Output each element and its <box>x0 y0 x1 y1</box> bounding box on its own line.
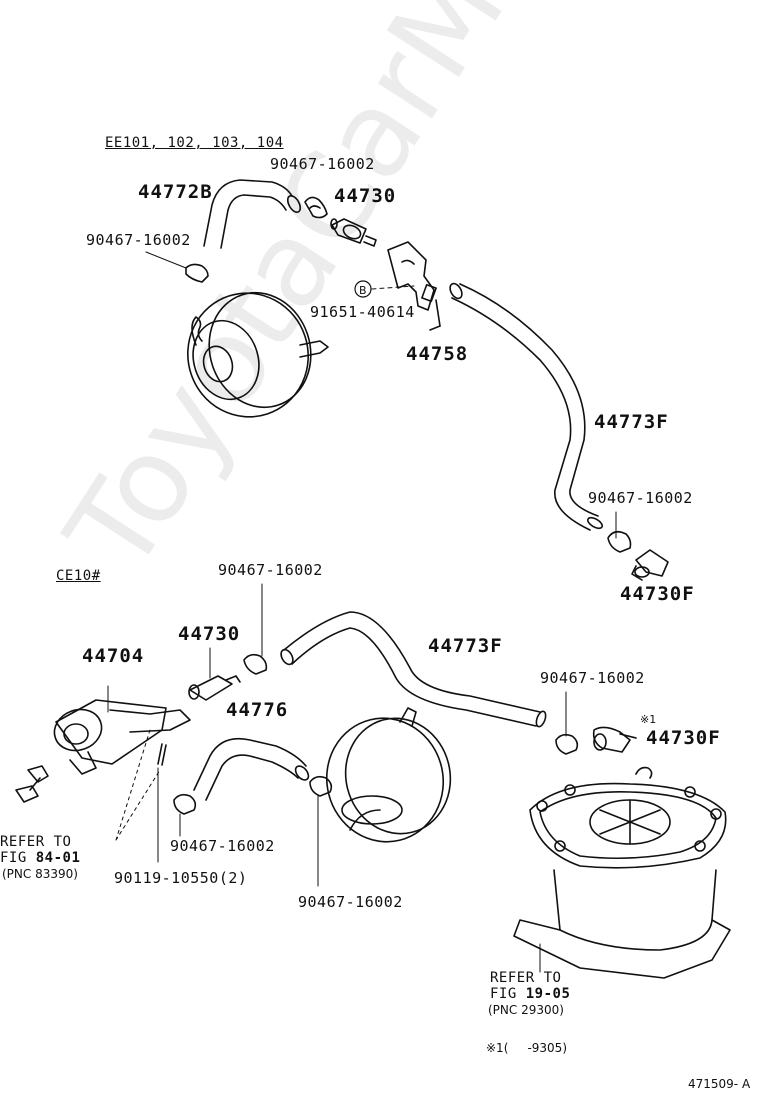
label-hose-44772b: 44772B <box>138 181 213 203</box>
check-valve-44730f-bottom <box>592 726 637 753</box>
label-check-valve-44730-top: 44730 <box>334 185 397 207</box>
vacuum-pump-44704 <box>15 685 191 803</box>
label-clip-bottom-d: 90467-16002 <box>540 669 645 687</box>
refer-left-line1: REFER TO <box>0 834 72 850</box>
refer-left-pnc: (PNC 83390) <box>2 867 78 881</box>
hose-44776 <box>193 737 310 801</box>
label-bracket-44758: 44758 <box>406 343 469 365</box>
refer-right-fig-number[interactable]: 19-05 <box>525 986 571 1002</box>
label-hose-44773f-bottom: 44773F <box>428 635 503 657</box>
hose-clip-top-b <box>185 263 209 283</box>
hose-clip-top-a <box>304 196 328 219</box>
hose-44773f-bottom <box>280 611 547 728</box>
refer-right-line1: REFER TO <box>490 970 562 986</box>
label-check-valve-44730-bottom: 44730 <box>178 623 241 645</box>
hose-44772b <box>203 179 302 249</box>
screw-90119 <box>157 743 167 766</box>
hose-clip-bottom-d <box>555 733 579 755</box>
label-check-valve-44730f-bottom: 44730F <box>646 727 721 749</box>
label-vacuum-pump-44704: 44704 <box>82 645 145 667</box>
group-label-ce10: CE10# <box>56 568 101 584</box>
label-clip-bottom-c: 90467-16002 <box>298 893 403 911</box>
figure-id: 471509- A <box>688 1077 751 1091</box>
label-check-valve-44730f-top: 44730F <box>620 583 695 605</box>
callout-b: B <box>359 284 367 297</box>
label-clip-bottom-b: 90467-16002 <box>170 837 275 855</box>
hose-clip-top-c <box>607 530 632 553</box>
footnote: ※1( -9305) <box>486 1041 567 1055</box>
label-clip-bottom-a: 90467-16002 <box>218 561 323 579</box>
hose-clip-bottom-a <box>243 653 268 675</box>
check-valve-44730-bottom <box>188 675 241 701</box>
check-valve-44730-top <box>330 218 377 247</box>
hose-44773f-top <box>449 282 604 531</box>
brake-booster-top <box>187 291 329 418</box>
label-clip-top-c: 90467-16002 <box>588 489 693 507</box>
label-bolt-91651: 91651-40614 <box>310 303 415 321</box>
refer-right-fig: FIG 19-05 <box>490 986 571 1002</box>
group-label-ee101: EE101, 102, 103, 104 <box>105 135 284 151</box>
brake-booster-bottom <box>325 707 452 843</box>
label-screw-90119: 90119-10550(2) <box>114 869 248 887</box>
label-hose-44773f-top: 44773F <box>594 411 669 433</box>
label-hose-44776: 44776 <box>226 699 289 721</box>
label-clip-top-b: 90467-16002 <box>86 231 191 249</box>
hose-clip-bottom-c <box>309 775 333 797</box>
label-clip-top-a: 90467-16002 <box>270 155 375 173</box>
vacuum-pump-assembly <box>513 766 731 979</box>
refer-left-fig: FIG 84-01 <box>0 850 81 866</box>
note-mark-1: ※1 <box>640 713 657 726</box>
refer-left-fig-number[interactable]: 84-01 <box>35 850 81 866</box>
hose-clip-bottom-b <box>173 793 197 815</box>
check-valve-44730f-top <box>631 549 669 581</box>
refer-right-pnc: (PNC 29300) <box>488 1003 564 1017</box>
bracket-44758 <box>387 241 441 331</box>
